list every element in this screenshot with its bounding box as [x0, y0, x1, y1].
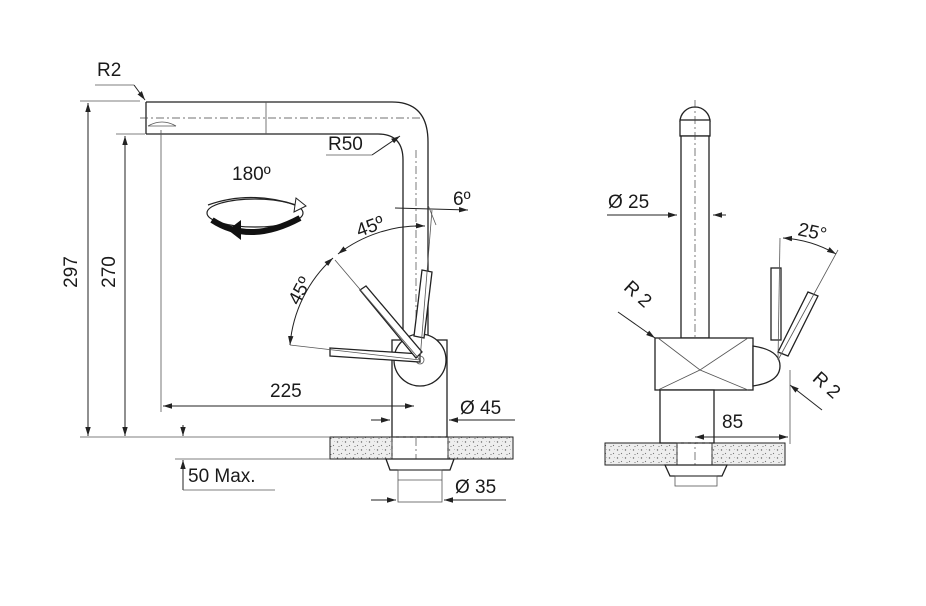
label-spout-dia: Ø 25	[608, 192, 649, 213]
angle-arcs	[288, 204, 469, 346]
label-angle-side: 45º	[285, 274, 317, 309]
right-view: Ø 25 25° R 2 R 2 85	[604, 100, 844, 487]
label-r2-right: R 2	[808, 368, 844, 403]
horizontal-dimensions	[95, 84, 515, 503]
label-reach: 225	[270, 381, 302, 402]
right-dimensions	[607, 212, 837, 444]
label-thread-dia: Ø 35	[455, 477, 496, 498]
label-height-spout: 270	[99, 256, 120, 288]
lever-positions	[289, 209, 433, 363]
countertop-left	[80, 436, 514, 460]
left-view: R2 R50 180º 45º 45º 6º 297 270 225 Ø 45 …	[61, 60, 515, 503]
label-height-total: 297	[61, 256, 82, 288]
label-max-thickness: 50 Max.	[188, 466, 256, 487]
lever-front	[770, 237, 839, 361]
label-angle-small: 6º	[453, 189, 471, 210]
countertop-right	[604, 442, 786, 466]
faucet-body-front	[654, 337, 781, 444]
label-offset: 85	[722, 412, 743, 433]
vertical-dimensions	[80, 100, 275, 491]
label-body-dia: Ø 45	[460, 398, 501, 419]
label-angle-right: 25°	[796, 219, 828, 246]
label-r50: R50	[328, 134, 363, 155]
thread-left	[385, 436, 455, 503]
rotation-arrows	[206, 196, 307, 240]
label-rotation: 180º	[232, 164, 271, 185]
label-r2: R2	[97, 60, 121, 81]
thread-right	[663, 442, 729, 487]
label-r2-left: R 2	[619, 277, 655, 312]
spout-left	[140, 101, 429, 470]
